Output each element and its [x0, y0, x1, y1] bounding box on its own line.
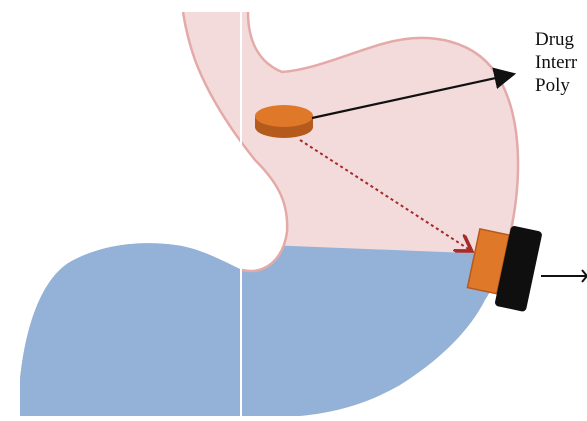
drug-label: Drug Interr Poly — [535, 28, 577, 97]
label-line-1: Drug — [535, 28, 577, 51]
label-line-3: Poly — [535, 74, 577, 97]
orange-tablet-icon — [255, 105, 313, 138]
label-line-2: Interr — [535, 51, 577, 74]
